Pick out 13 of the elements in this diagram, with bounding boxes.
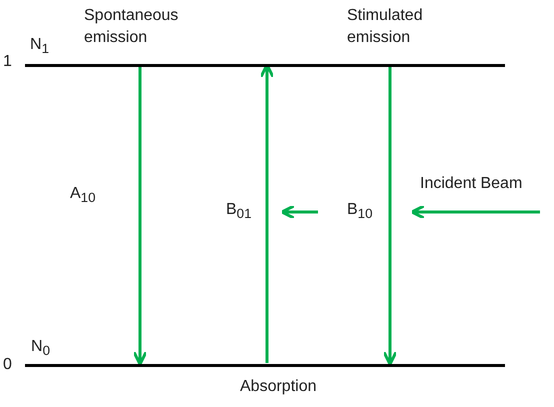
level-label: N$_{0}$ — [31, 338, 50, 358]
annotation-text: Stimulated emission — [347, 6, 424, 48]
edge-label: B$_{01}$ — [226, 201, 252, 222]
edge-label: A$_{10}$ — [70, 185, 96, 206]
energy-value: 1 — [3, 53, 12, 71]
energy-value: 0 — [3, 356, 12, 374]
transition-arrow — [132, 66, 148, 366]
transition-arrow — [382, 66, 398, 366]
edge-label: B$_{10}$ — [347, 201, 372, 222]
level-label: N$_{1}$ — [30, 36, 49, 56]
annotation-text: Incident Beam — [420, 175, 522, 193]
annotation-text: Absorption — [240, 378, 316, 396]
annotation-text: Spontaneous emission — [84, 6, 180, 48]
